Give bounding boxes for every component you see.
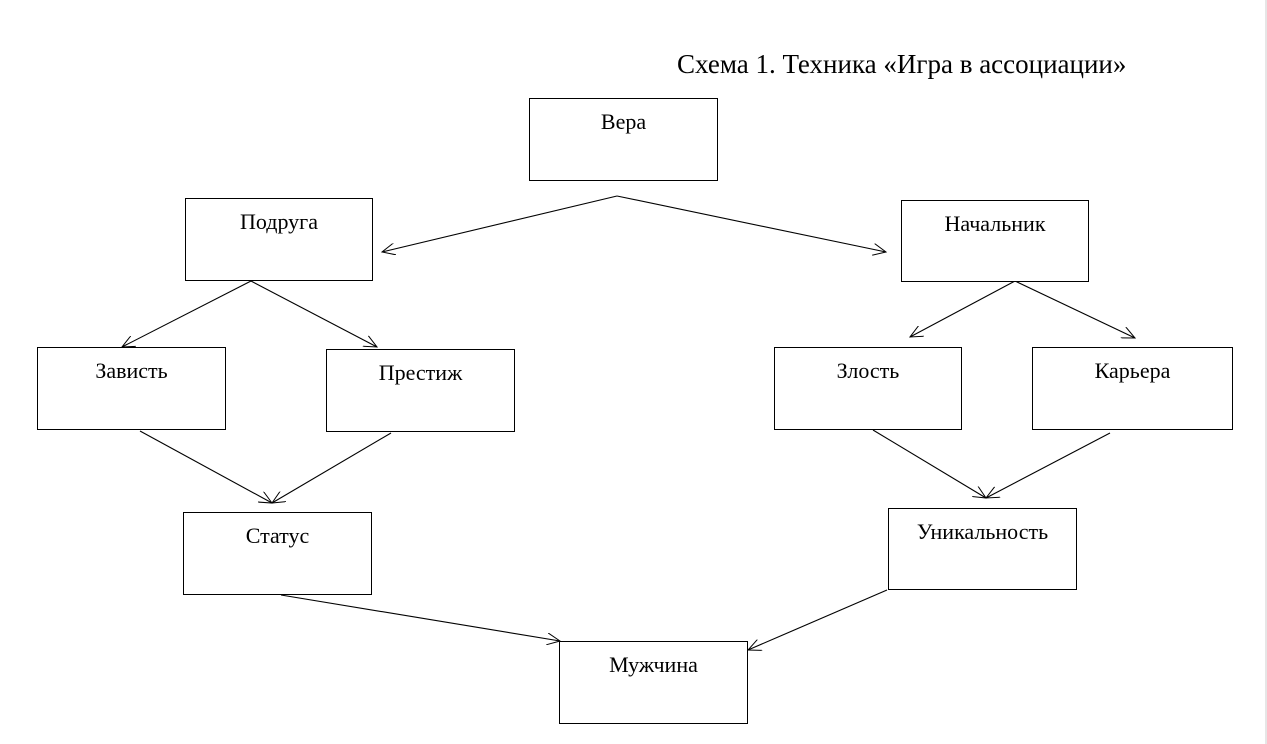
arrow-zavist-status xyxy=(139,430,272,503)
node-muzhchina: Мужчина xyxy=(559,641,748,724)
node-label: Вера xyxy=(600,109,647,134)
node-unikalnost: Уникальность xyxy=(888,508,1077,590)
arrow-podruga-zavist xyxy=(122,280,252,347)
arrow-vera-podruga xyxy=(382,195,618,252)
node-label: Начальник xyxy=(944,211,1046,236)
node-label: Карьера xyxy=(1094,358,1171,383)
node-label: Статус xyxy=(245,523,310,548)
diagram-title: Схема 1. Техника «Игра в ассоциации» xyxy=(677,49,1127,79)
node-zlost: Злость xyxy=(774,347,962,430)
node-label: Уникальность xyxy=(916,519,1049,544)
node-label: Престиж xyxy=(378,360,463,385)
node-kariera: Карьера xyxy=(1032,347,1233,430)
arrow-kariera-unikalnost xyxy=(986,432,1111,498)
arrow-zlost-unikalnost xyxy=(872,429,986,498)
node-label: Злость xyxy=(836,358,900,383)
node-vera: Вера xyxy=(529,98,718,181)
arrow-unikalnost-muzhchina xyxy=(748,589,888,650)
node-label: Мужчина xyxy=(609,652,698,677)
node-zavist: Зависть xyxy=(37,347,226,430)
node-label: Подруга xyxy=(240,209,318,234)
arrow-nachalnik-kariera xyxy=(1014,280,1135,338)
arrow-status-muzhchina xyxy=(280,594,560,641)
arrow-prestizh-status xyxy=(272,432,392,503)
node-label: Зависть xyxy=(95,358,168,383)
arrow-nachalnik-zlost xyxy=(910,280,1016,337)
node-podruga: Подруга xyxy=(185,198,373,281)
node-prestizh: Престиж xyxy=(326,349,515,432)
arrow-vera-nachalnik xyxy=(616,195,886,252)
node-nachalnik: Начальник xyxy=(901,200,1089,282)
page-edge xyxy=(1265,0,1267,744)
arrow-podruga-prestizh xyxy=(250,280,377,347)
node-status: Статус xyxy=(183,512,372,595)
